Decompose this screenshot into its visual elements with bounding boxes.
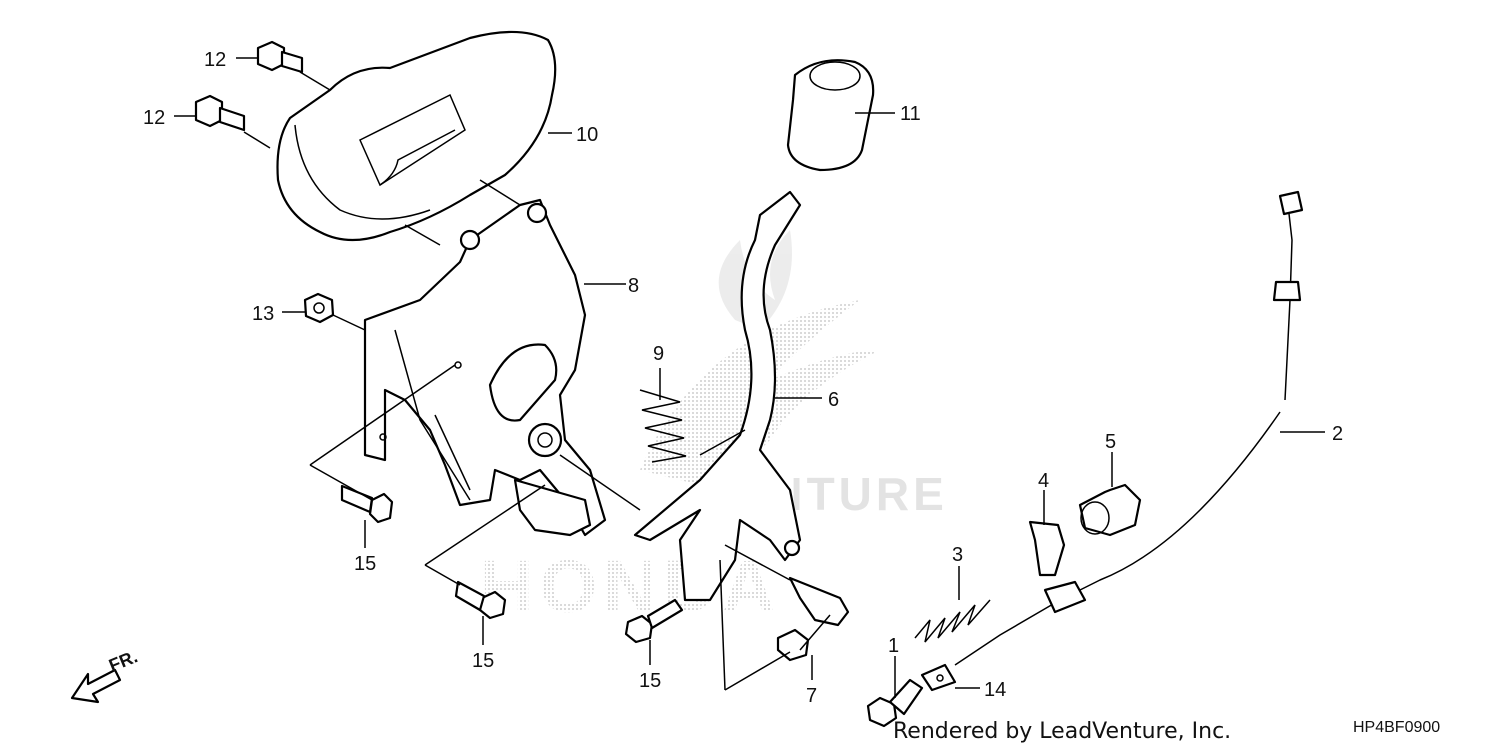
collar-part-14[interactable] <box>920 663 957 692</box>
callout-15-right[interactable]: 15 <box>639 670 661 692</box>
bolt-part-15-right[interactable] <box>624 598 684 644</box>
spring-part-3[interactable] <box>914 599 991 643</box>
callout-2[interactable]: 2 <box>1332 423 1343 445</box>
grommet-part-5[interactable] <box>1078 483 1142 537</box>
bracket-part-8[interactable] <box>363 198 607 537</box>
rod-part-7[interactable] <box>776 576 850 662</box>
callout-13[interactable]: 13 <box>252 303 274 325</box>
front-label: FR. <box>106 646 140 675</box>
callouts: 12 12 10 11 8 13 9 6 15 15 15 7 5 4 3 2 … <box>143 49 1343 707</box>
spring-part-9[interactable] <box>639 389 687 463</box>
callout-4[interactable]: 4 <box>1038 470 1049 492</box>
watermark-flame <box>718 230 792 330</box>
clip-part-4[interactable] <box>1028 520 1066 577</box>
callout-11[interactable]: 11 <box>900 103 921 125</box>
callout-9[interactable]: 9 <box>653 343 664 365</box>
callout-15-center[interactable]: 15 <box>472 650 494 672</box>
callout-12-lower[interactable]: 12 <box>143 107 165 129</box>
callout-7[interactable]: 7 <box>806 685 817 707</box>
callout-6[interactable]: 6 <box>828 389 839 411</box>
footer-credit: Rendered by LeadVenture, Inc. <box>893 719 1231 744</box>
bolt-part-12-lower[interactable] <box>194 94 246 132</box>
callout-3[interactable]: 3 <box>952 544 963 566</box>
callout-10[interactable]: 10 <box>576 124 598 146</box>
callout-14[interactable]: 14 <box>984 679 1006 701</box>
bolt-part-15-left[interactable] <box>340 484 394 524</box>
bolt-part-15-center[interactable] <box>454 580 507 620</box>
callout-15-left[interactable]: 15 <box>354 553 376 575</box>
bolt-part-12-upper[interactable] <box>256 40 304 74</box>
knob-part-11[interactable] <box>786 59 875 172</box>
nut-part-13[interactable] <box>303 292 335 324</box>
front-direction-marker: FR. <box>70 646 140 704</box>
cable-part-2[interactable] <box>954 190 1304 666</box>
pin-part-1[interactable] <box>866 678 924 728</box>
leader-lines <box>174 57 1325 698</box>
callout-8[interactable]: 8 <box>628 275 639 297</box>
diagram-code: HP4BF0900 <box>1353 719 1440 736</box>
callout-5[interactable]: 5 <box>1105 431 1116 453</box>
callout-12-upper[interactable]: 12 <box>204 49 226 71</box>
callout-1[interactable]: 1 <box>888 635 899 657</box>
lever-part-6[interactable] <box>633 190 802 602</box>
arrow-left-icon <box>70 668 122 704</box>
